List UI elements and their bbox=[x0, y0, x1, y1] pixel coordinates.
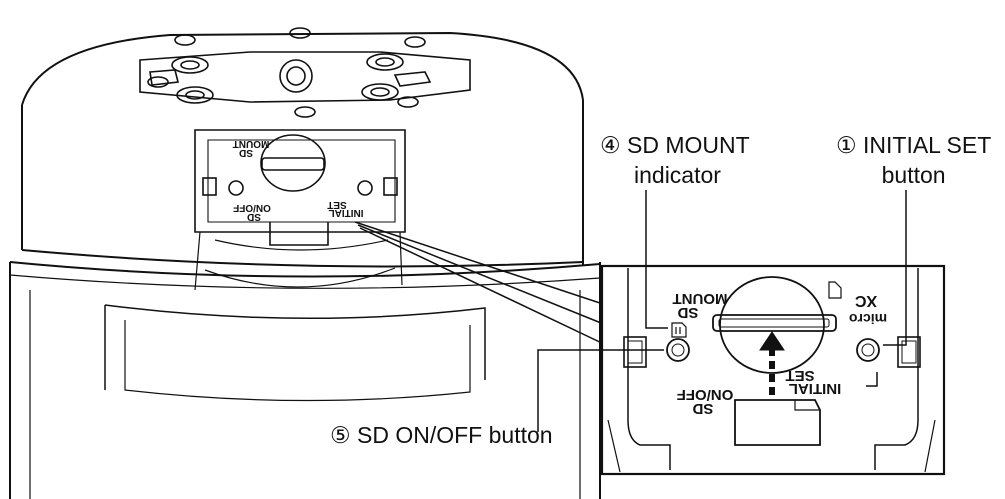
callout-leader-lines bbox=[537, 190, 907, 432]
panel-label-xc: XC bbox=[854, 292, 877, 309]
zoom-panel bbox=[600, 264, 946, 476]
callout-initial-set-line2: button bbox=[881, 162, 946, 188]
panel-label-sd-onoff-2: ON/OFF bbox=[677, 386, 734, 403]
panel-label-initial-set-1: INITIAL bbox=[789, 380, 842, 397]
zoom-leader-lines bbox=[354, 221, 607, 346]
panel-text: MOUNT SD INITIAL SET ON/OFF SD micro XC … bbox=[233, 138, 887, 417]
callout-sd-mount-line1: ④ SD MOUNT bbox=[600, 132, 750, 158]
sd-mount-indicator-icon bbox=[671, 322, 687, 338]
initial-set-button bbox=[856, 338, 880, 362]
callout-sd-mount-line2: indicator bbox=[634, 162, 721, 188]
panel-label-micro: micro bbox=[849, 311, 887, 327]
small-label-sd-2: SD bbox=[247, 211, 261, 222]
callout-sd-mount-indicator: ④ SD MOUNT indicator bbox=[600, 130, 750, 190]
panel-label-initial-set-2: SET bbox=[785, 367, 814, 384]
panel-label-sd-mount-1: SD bbox=[677, 304, 698, 321]
sd-card-slot-dial bbox=[719, 276, 825, 374]
callout-sd-onoff-button: ⑤ SD ON/OFF button bbox=[330, 420, 553, 450]
sd-onoff-button bbox=[666, 338, 690, 362]
mount-plate bbox=[139, 27, 471, 118]
camera-body bbox=[9, 262, 601, 499]
small-label-initial: INITIAL bbox=[329, 207, 364, 218]
panel-label-sd-mount-2: MOUNT bbox=[673, 290, 728, 307]
small-label-sd: SD bbox=[239, 147, 253, 158]
callout-initial-set-button: ① INITIAL SET button bbox=[836, 130, 991, 190]
small-label-set: SET bbox=[327, 199, 346, 210]
small-label-onoff: ON/OFF bbox=[233, 202, 271, 213]
small-sd-panel bbox=[194, 129, 406, 291]
small-label-mount: MOUNT bbox=[233, 138, 270, 149]
panel-label-sd-onoff-1: SD bbox=[692, 400, 713, 417]
callout-initial-set-line1: ① INITIAL SET bbox=[836, 132, 992, 158]
sd-card bbox=[734, 399, 821, 446]
callout-sd-onoff-line1: ⑤ SD ON/OFF button bbox=[330, 422, 553, 448]
